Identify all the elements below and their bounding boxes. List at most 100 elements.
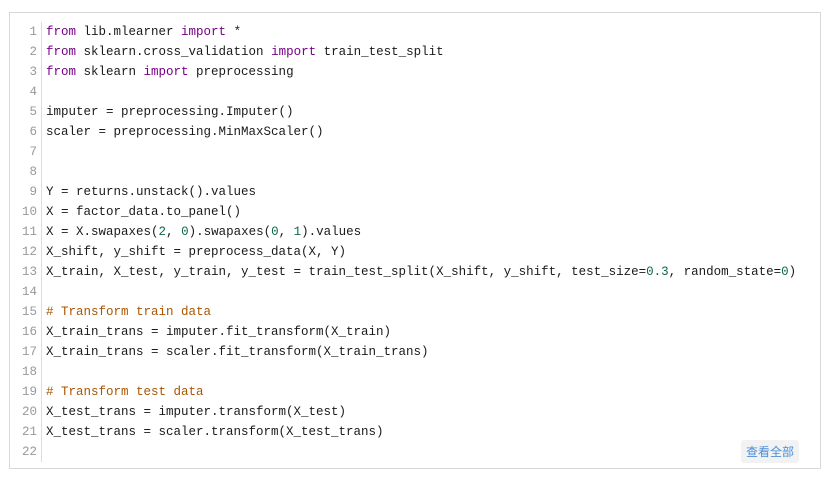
code-text: X = X.swapaxes(2, 0).swapaxes(0, 1).valu… <box>42 222 361 242</box>
keyword-token: import <box>271 45 317 59</box>
line-number: 9 <box>10 182 42 202</box>
line-number: 1 <box>10 22 42 42</box>
code-text: X_shift, y_shift = preprocess_data(X, Y) <box>42 242 346 262</box>
comment-token: # Transform test data <box>46 385 204 399</box>
code-token: sklearn.cross_validation <box>76 45 272 59</box>
code-token: ).values <box>301 225 362 239</box>
line-number: 7 <box>10 142 42 162</box>
number-token: 0.3 <box>646 265 669 279</box>
code-line: 15 # Transform train data <box>10 302 820 322</box>
code-token: , <box>278 225 294 239</box>
code-token: X_test_trans = scaler.transform(X_test_t… <box>46 425 384 439</box>
code-token: , random_state= <box>668 265 782 279</box>
code-text: from lib.mlearner import * <box>42 22 241 42</box>
line-number: 13 <box>10 262 42 282</box>
code-text: # Transform test data <box>42 382 204 402</box>
line-number: 2 <box>10 42 42 62</box>
code-token: * <box>226 25 242 39</box>
code-text <box>42 362 46 382</box>
line-number: 4 <box>10 82 42 102</box>
line-number: 11 <box>10 222 42 242</box>
code-line: 18 <box>10 362 820 382</box>
code-token: lib.mlearner <box>76 25 182 39</box>
code-line: 7 <box>10 142 820 162</box>
code-token: sklearn <box>76 65 144 79</box>
code-text <box>42 162 46 182</box>
code-token: ) <box>788 265 797 279</box>
code-text: X = factor_data.to_panel() <box>42 202 241 222</box>
number-token: 2 <box>158 225 167 239</box>
code-token: X_train_trans = scaler.fit_transform(X_t… <box>46 345 429 359</box>
line-number: 5 <box>10 102 42 122</box>
number-token: 1 <box>293 225 302 239</box>
line-number: 8 <box>10 162 42 182</box>
code-line: 20 X_test_trans = imputer.transform(X_tes… <box>10 402 820 422</box>
code-token: Y = returns.unstack().values <box>46 185 257 199</box>
code-token: X_train, X_test, y_train, y_test = train… <box>46 265 647 279</box>
code-line: 14 <box>10 282 820 302</box>
code-line: 17 X_train_trans = scaler.fit_transform(X… <box>10 342 820 362</box>
code-line: 9 Y = returns.unstack().values <box>10 182 820 202</box>
number-token: 0 <box>781 265 789 279</box>
code-token: imputer = preprocessing.Imputer() <box>46 105 294 119</box>
code-line: 4 <box>10 82 820 102</box>
view-all-button[interactable]: 查看全部 <box>740 440 799 463</box>
code-text: imputer = preprocessing.Imputer() <box>42 102 294 122</box>
line-number: 20 <box>10 402 42 422</box>
keyword-token: from <box>46 25 77 39</box>
line-number: 17 <box>10 342 42 362</box>
code-line: 6 scaler = preprocessing.MinMaxScaler() <box>10 122 820 142</box>
number-token: 0 <box>271 225 279 239</box>
code-line: 22 <box>10 442 820 462</box>
keyword-token: from <box>46 65 77 79</box>
line-number: 6 <box>10 122 42 142</box>
code-line: 16 X_train_trans = imputer.fit_transform(… <box>10 322 820 342</box>
line-number: 10 <box>10 202 42 222</box>
line-number: 14 <box>10 282 42 302</box>
code-token: X_shift, y_shift = preprocess_data(X, Y) <box>46 245 347 259</box>
code-token: X_test_trans = imputer.transform(X_test) <box>46 405 347 419</box>
code-text <box>42 82 46 102</box>
code-text <box>42 142 46 162</box>
code-text: from sklearn.cross_validation import tra… <box>42 42 444 62</box>
keyword-token: import <box>143 65 189 79</box>
code-token: train_test_split <box>316 45 444 59</box>
number-token: 0 <box>181 225 189 239</box>
code-text: X_train_trans = scaler.fit_transform(X_t… <box>42 342 429 362</box>
line-number: 19 <box>10 382 42 402</box>
code-text: from sklearn import preprocessing <box>42 62 294 82</box>
code-token: preprocessing <box>188 65 294 79</box>
code-text: X_train, X_test, y_train, y_test = train… <box>42 262 796 282</box>
code-text <box>42 282 46 302</box>
code-token: , <box>166 225 182 239</box>
keyword-token: from <box>46 45 77 59</box>
code-token: X_train_trans = imputer.fit_transform(X_… <box>46 325 392 339</box>
code-line: 8 <box>10 162 820 182</box>
code-line: 19 # Transform test data <box>10 382 820 402</box>
code-token: ).swapaxes( <box>188 225 272 239</box>
code-text: # Transform train data <box>42 302 211 322</box>
line-number: 3 <box>10 62 42 82</box>
code-token: X = factor_data.to_panel() <box>46 205 242 219</box>
code-text <box>42 442 46 462</box>
line-number: 21 <box>10 422 42 442</box>
code-text: X_test_trans = imputer.transform(X_test) <box>42 402 346 422</box>
code-line: 13 X_train, X_test, y_train, y_test = tra… <box>10 262 820 282</box>
line-number: 18 <box>10 362 42 382</box>
code-line: 10 X = factor_data.to_panel() <box>10 202 820 222</box>
code-text: Y = returns.unstack().values <box>42 182 256 202</box>
line-number: 15 <box>10 302 42 322</box>
comment-token: # Transform train data <box>46 305 212 319</box>
keyword-token: import <box>181 25 227 39</box>
code-text: scaler = preprocessing.MinMaxScaler() <box>42 122 324 142</box>
code-line: 5 imputer = preprocessing.Imputer() <box>10 102 820 122</box>
code-token: scaler = preprocessing.MinMaxScaler() <box>46 125 324 139</box>
line-number: 16 <box>10 322 42 342</box>
